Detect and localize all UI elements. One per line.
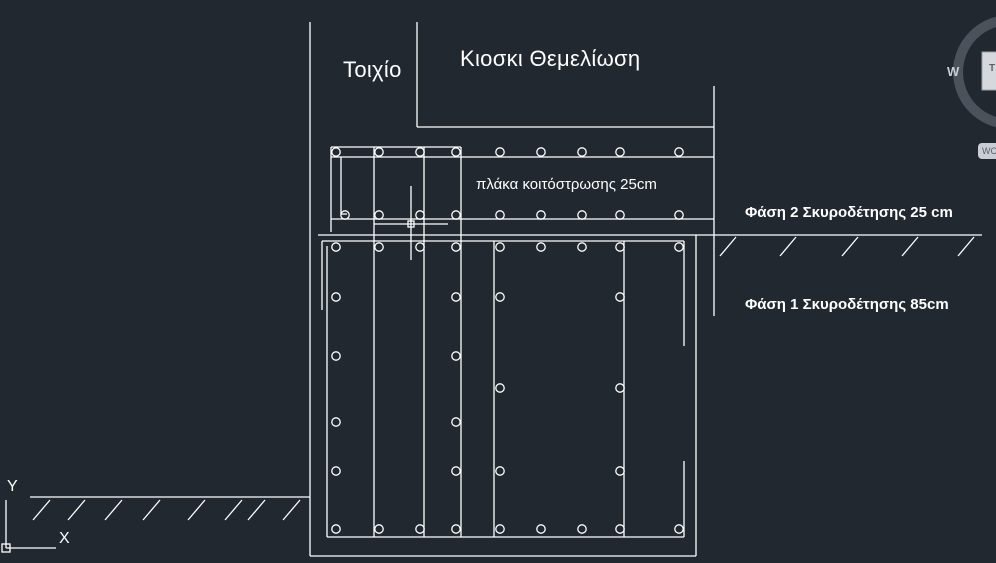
- rebar-circle: [451, 210, 461, 220]
- hatch-mark: [32, 499, 51, 521]
- viewcube-top-label[interactable]: T: [989, 63, 996, 74]
- rebar-circle: [615, 242, 625, 252]
- viewcube-ring[interactable]: [953, 16, 996, 128]
- rebar-circle: [374, 242, 384, 252]
- rebar-circle: [331, 524, 341, 534]
- rebar-circle: [615, 383, 625, 393]
- hatch-mark: [901, 236, 919, 257]
- rebar-circle: [495, 147, 505, 157]
- rebar-circle: [577, 147, 587, 157]
- rebar-circle: [495, 524, 505, 534]
- hatch-mark: [247, 499, 266, 521]
- hatch-mark: [779, 236, 797, 257]
- ucs-y-label: Y: [7, 478, 18, 495]
- rebar-circle: [536, 242, 546, 252]
- hatch-mark: [142, 499, 161, 521]
- rebar-circle: [674, 524, 684, 534]
- rebar-circle: [674, 147, 684, 157]
- rebar-circle: [340, 210, 350, 220]
- viewcube-top-face[interactable]: [981, 51, 996, 91]
- rebar-circle: [536, 147, 546, 157]
- ground-hatching: [32, 236, 975, 521]
- rebar-circle: [615, 466, 625, 476]
- rebar-circle: [615, 147, 625, 157]
- rebar-circle: [577, 242, 587, 252]
- rebar-circle: [415, 524, 425, 534]
- rebar-circle: [331, 351, 341, 361]
- rebar-circle: [615, 524, 625, 534]
- rebar-circle: [451, 417, 461, 427]
- foundation-section-drawing: [1, 22, 982, 557]
- ucs-origin-box: [1, 543, 11, 553]
- rebar-circle: [415, 210, 425, 220]
- rebar-sections: [331, 147, 684, 534]
- viewcube[interactable]: [953, 16, 996, 128]
- rebar-circle: [674, 242, 684, 252]
- hatch-mark: [719, 236, 737, 257]
- rebar-circle: [451, 242, 461, 252]
- rebar-circle: [415, 147, 425, 157]
- viewcube-west-label[interactable]: W: [947, 64, 960, 79]
- hatch-mark: [187, 499, 206, 521]
- rebar-circle: [374, 524, 384, 534]
- hatch-mark: [282, 499, 301, 521]
- rebar-circle: [451, 524, 461, 534]
- cursor-pickbox: [407, 220, 415, 228]
- hatch-mark: [224, 499, 243, 521]
- rebar-circle: [577, 210, 587, 220]
- rebar-circle: [451, 351, 461, 361]
- rebar-circle: [495, 292, 505, 302]
- rebar-circle: [577, 524, 587, 534]
- rebar-circle: [495, 383, 505, 393]
- rebar-circle: [331, 417, 341, 427]
- rebar-circle: [536, 524, 546, 534]
- rebar-circle: [331, 147, 341, 157]
- rebar-circle: [331, 292, 341, 302]
- ucs-x-label: X: [59, 530, 70, 547]
- rebar-circle: [451, 292, 461, 302]
- slab-label: πλάκα κοιτόστρωσης 25cm: [476, 176, 657, 193]
- wcs-menu-button[interactable]: WC: [978, 143, 996, 159]
- rebar-circle: [451, 147, 461, 157]
- rebar-circle: [615, 210, 625, 220]
- rebar-circle: [374, 147, 384, 157]
- rebar-circle: [615, 292, 625, 302]
- wall-label: Τοιχίο: [343, 57, 402, 82]
- hatch-mark: [104, 499, 123, 521]
- hatch-mark: [67, 499, 86, 521]
- rebar-circle: [495, 466, 505, 476]
- rebar-circle: [674, 210, 684, 220]
- rebar-circle: [374, 210, 384, 220]
- rebar-circle: [451, 466, 461, 476]
- hatch-mark: [841, 236, 859, 257]
- rebar-circle: [415, 242, 425, 252]
- kiosk-foundation-label: Κιοσκι Θεμελίωση: [460, 46, 641, 71]
- phase2-label: Φάση 2 Σκυροδέτησης 25 cm: [745, 204, 953, 221]
- rebar-circle: [495, 242, 505, 252]
- rebar-circle: [495, 210, 505, 220]
- rebar-circle: [536, 210, 546, 220]
- rebar-circle: [331, 466, 341, 476]
- phase1-label: Φάση 1 Σκυροδέτησης 85cm: [745, 296, 949, 313]
- rebar-circle: [331, 242, 341, 252]
- hatch-mark: [957, 236, 975, 257]
